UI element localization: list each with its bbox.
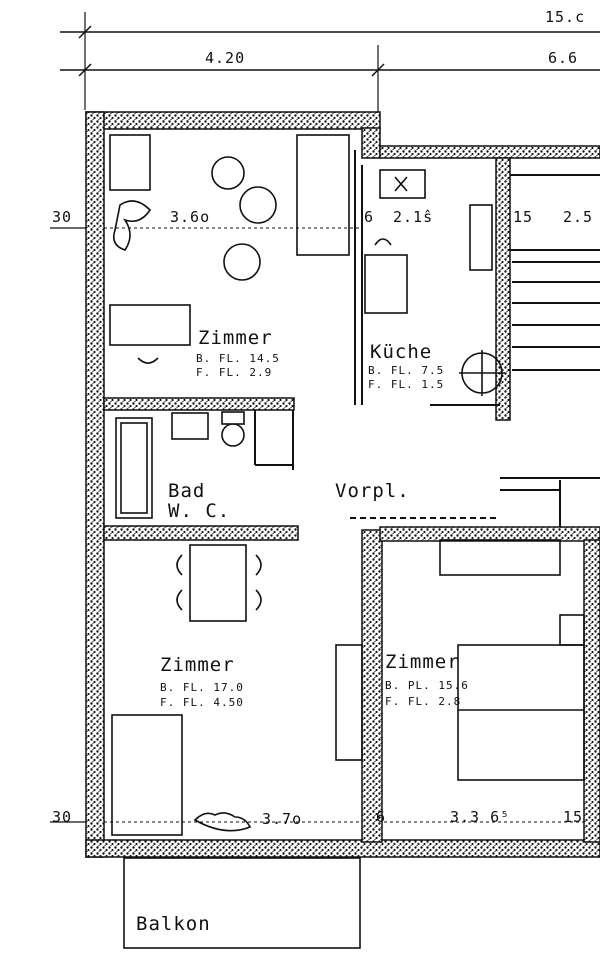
room2-bfl: B. FL. 17.0 xyxy=(160,681,244,694)
staircase xyxy=(510,174,600,371)
room1-name: Zimmer xyxy=(198,327,273,349)
dimension-lines xyxy=(50,12,600,823)
dim-wall-left-lower: 30 xyxy=(52,808,72,826)
balcony-name: Balkon xyxy=(136,913,211,935)
dim-kitchen-width: 2.1ŝ xyxy=(393,208,433,226)
dim-room3-wall: 6 xyxy=(376,808,386,826)
dim-room3-width: 3.3 6⁵ xyxy=(450,808,510,826)
room3-name: Zimmer xyxy=(385,651,460,673)
kitchen-fixtures xyxy=(364,169,505,396)
dim-stair-wall: 15 xyxy=(513,208,533,226)
room-labels: Zimmer B. FL. 14.5 F. FL. 2.9 Küche B. F… xyxy=(136,327,469,935)
bath-wc: W. C. xyxy=(168,500,230,522)
room3-ffl: F. FL. 2.8 xyxy=(385,695,461,708)
kitchen-name: Küche xyxy=(370,341,432,363)
dim-kitchen-wall: 6 xyxy=(364,208,374,226)
dim-right-wall-lower: 15 xyxy=(563,808,583,826)
dim-top-left: 4.20 xyxy=(205,49,245,67)
dim-room2-width: 3.7o xyxy=(262,810,302,828)
room3-bfl: B. PL. 15.6 xyxy=(385,679,469,692)
dim-stair-width: 2.5 xyxy=(563,208,593,226)
room3-furniture xyxy=(439,539,585,781)
bath-fixtures xyxy=(115,411,245,519)
bath-name: Bad xyxy=(168,480,205,502)
balcony xyxy=(123,857,361,949)
room1-bfl: B. FL. 14.5 xyxy=(196,352,280,365)
room2-name: Zimmer xyxy=(160,654,235,676)
kitchen-bfl: B. FL. 7.5 xyxy=(368,364,444,377)
room1-furniture xyxy=(109,134,350,364)
dim-room1-width: 3.6o xyxy=(170,208,210,226)
interior-lines xyxy=(254,150,600,527)
walls xyxy=(85,111,600,858)
dimension-labels: 15.c 4.20 6.6 30 3.6o 6 2.1ŝ 15 2.5 30 3… xyxy=(52,8,593,828)
kitchen-ffl: F. FL. 1.5 xyxy=(368,378,444,391)
hall-name: Vorpl. xyxy=(335,480,410,502)
room2-furniture xyxy=(111,544,363,836)
room1-ffl: F. FL. 2.9 xyxy=(196,366,272,379)
room2-ffl: F. FL. 4.50 xyxy=(160,696,244,709)
dim-wall-left-upper: 30 xyxy=(52,208,72,226)
dim-top-right: 6.6 xyxy=(548,49,578,67)
dim-top-overall: 15.c xyxy=(545,8,585,26)
